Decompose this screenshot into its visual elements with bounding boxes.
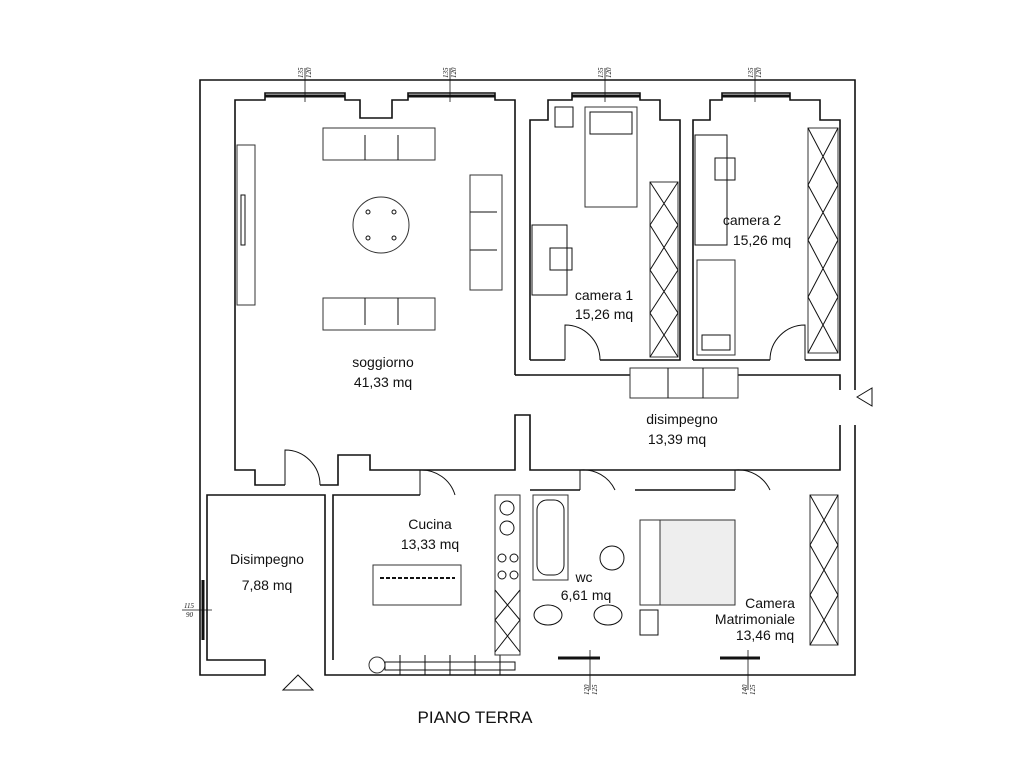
room-area-camera2: 15,26 mq [733, 232, 791, 248]
svg-text:120: 120 [755, 67, 763, 78]
svg-text:120: 120 [605, 67, 613, 78]
cucina-walls [332, 494, 420, 660]
dim-matr: 140 [741, 684, 749, 695]
outer-walls [199, 79, 856, 676]
room-area-disimpegno: 13,39 mq [648, 431, 706, 447]
kitchen-window [368, 655, 516, 675]
furniture-camera1 [531, 106, 679, 358]
furniture-soggiorno [236, 127, 503, 331]
svg-text:120: 120 [450, 67, 458, 78]
room-name-cucina: Cucina [408, 516, 452, 532]
dim-left-1: 115 [184, 602, 194, 610]
svg-text:135: 135 [597, 67, 605, 78]
soggiorno-walls [234, 92, 516, 486]
room-area-disimpegno-ingresso: 7,88 mq [242, 577, 293, 593]
room-name-camera1: camera 1 [575, 287, 634, 303]
furniture-cucina [372, 494, 521, 656]
windows-top [265, 68, 790, 102]
room-area-camera1: 15,26 mq [575, 306, 633, 322]
svg-text:125: 125 [591, 684, 599, 695]
room-name-camera-matrimoniale-1: Camera [745, 595, 795, 611]
svg-text:135: 135 [442, 67, 450, 78]
svg-text:135: 135 [747, 67, 755, 78]
camera2-walls [692, 92, 841, 361]
dim-left-2: 90 [186, 611, 194, 619]
room-area-cucina: 13,33 mq [401, 536, 459, 552]
svg-text:125: 125 [749, 684, 757, 695]
furniture-camera2 [629, 127, 839, 399]
window-dimensions-top: 135 120 135 120 135 120 135 120 [297, 67, 763, 78]
furniture-camera-matrimoniale [639, 494, 839, 646]
room-name-disimpegno-ingresso: Disimpegno [230, 551, 304, 567]
room-area-camera-matrimoniale: 13,46 mq [736, 627, 794, 643]
entrance-marker-icon [281, 674, 315, 691]
doors [284, 324, 806, 496]
room-name-camera2: camera 2 [723, 212, 782, 228]
room-name-soggiorno: soggiorno [352, 354, 414, 370]
room-area-soggiorno: 41,33 mq [354, 374, 412, 390]
room-name-wc: wc [574, 569, 592, 585]
dim-wc: 120 [583, 684, 591, 695]
furniture-wc [532, 494, 625, 626]
svg-text:120: 120 [305, 67, 313, 78]
dim-label: 135 [297, 67, 305, 78]
room-name-camera-matrimoniale-2: Matrimoniale [715, 611, 795, 627]
room-name-disimpegno: disimpegno [646, 411, 718, 427]
plan-title: PIANO TERRA [418, 708, 534, 727]
camera1-walls [529, 92, 681, 361]
room-area-wc: 6,61 mq [561, 587, 612, 603]
entrance-marker-icon [856, 387, 873, 407]
